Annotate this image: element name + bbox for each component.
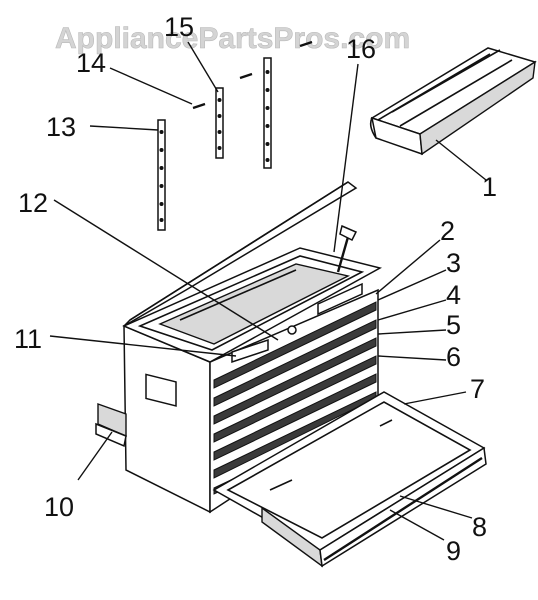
callout-12: 12 — [18, 188, 48, 218]
tray-part — [369, 47, 537, 156]
callout-11: 11 — [14, 324, 42, 354]
callout-7: 7 — [470, 374, 485, 404]
callout-1: 1 — [482, 172, 497, 202]
callout-9: 9 — [446, 536, 461, 566]
open-drawer — [212, 391, 487, 568]
callout-15: 15 — [164, 12, 194, 42]
callout-16: 16 — [346, 34, 376, 64]
drawer-slides — [157, 40, 313, 231]
watermark: AppliancePartsPros.com — [55, 22, 410, 55]
callout-6: 6 — [446, 342, 461, 372]
callout-2: 2 — [440, 216, 455, 246]
callout-3: 3 — [446, 248, 461, 278]
leader-lines — [49, 41, 487, 541]
callout-labels: 1 2 3 4 5 6 7 8 9 10 11 12 13 14 15 16 — [14, 12, 497, 566]
callout-5: 5 — [446, 310, 461, 340]
callout-10: 10 — [44, 492, 74, 522]
callout-8: 8 — [472, 512, 487, 542]
handle-part — [95, 403, 127, 448]
callout-13: 13 — [46, 112, 76, 142]
callout-14: 14 — [76, 48, 106, 78]
callout-4: 4 — [446, 280, 461, 310]
